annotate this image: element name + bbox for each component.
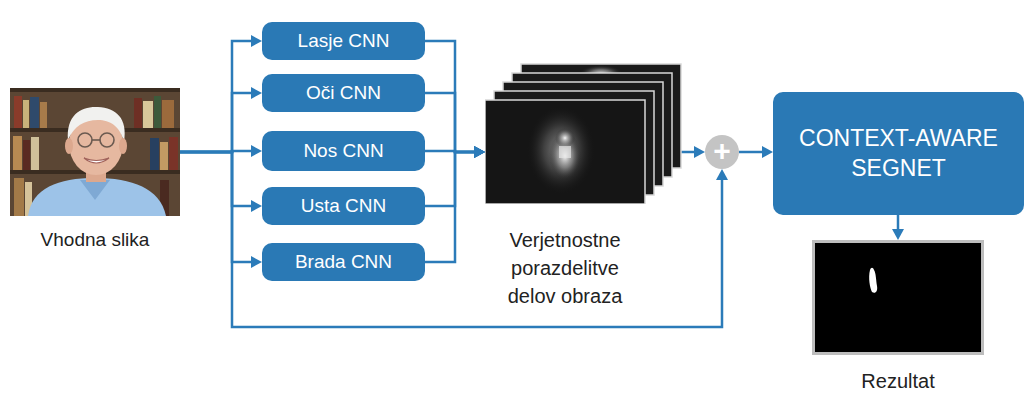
cnn-box: Lasje CNN bbox=[262, 22, 425, 60]
connector-line bbox=[739, 151, 762, 154]
connector-arrow bbox=[425, 93, 485, 158]
connector-line bbox=[425, 93, 474, 152]
connector-arrow bbox=[180, 87, 262, 152]
connector-line bbox=[425, 152, 474, 206]
arrowhead bbox=[251, 87, 262, 99]
node-label: Oči CNN bbox=[306, 82, 381, 105]
cnn-box: Brada CNN bbox=[262, 243, 425, 281]
connector-arrow bbox=[425, 146, 485, 262]
arrowhead bbox=[474, 146, 485, 158]
connector-arrow bbox=[180, 152, 262, 212]
caption: Verjetnostne porazdelitve delov obraza bbox=[485, 226, 645, 310]
connector-line bbox=[897, 215, 900, 229]
caption: Rezultat bbox=[812, 367, 984, 395]
connector-line bbox=[180, 41, 251, 152]
result-mask bbox=[812, 240, 984, 355]
arrowhead bbox=[251, 256, 262, 268]
arrowhead bbox=[694, 146, 705, 158]
connector-arrow bbox=[180, 35, 262, 152]
segnet-box: CONTEXT-AWARE SEGNET bbox=[773, 92, 1024, 215]
sum-node: + bbox=[705, 135, 739, 169]
result-image: Rezultat bbox=[812, 240, 984, 395]
connector-arrow bbox=[892, 215, 904, 240]
connector-line bbox=[425, 41, 474, 152]
arrowhead bbox=[716, 169, 728, 180]
connector-line bbox=[425, 152, 474, 262]
arrowhead bbox=[474, 146, 485, 158]
arrowhead bbox=[892, 229, 904, 240]
arrowhead bbox=[251, 35, 262, 47]
node-label: Usta CNN bbox=[301, 195, 387, 218]
caption: Vhodna slika bbox=[10, 226, 180, 254]
node-label: Nos CNN bbox=[303, 140, 383, 163]
connector-arrow bbox=[180, 152, 262, 268]
connector-line bbox=[180, 152, 251, 262]
node-label: Lasje CNN bbox=[298, 30, 390, 53]
arrowhead bbox=[474, 146, 485, 158]
cnn-box: Usta CNN bbox=[262, 187, 425, 225]
probability-maps: Verjetnostne porazdelitve delov obraza bbox=[485, 60, 685, 310]
arrowhead bbox=[474, 146, 485, 158]
node-label: Brada CNN bbox=[295, 251, 392, 274]
arrowhead bbox=[762, 146, 773, 158]
connector-arrow bbox=[739, 146, 773, 158]
node-label: CONTEXT-AWARE SEGNET bbox=[783, 124, 1014, 184]
arrowhead bbox=[251, 200, 262, 212]
cnn-box: Nos CNN bbox=[262, 131, 425, 171]
probability-maps bbox=[485, 60, 685, 204]
connector-arrow bbox=[425, 41, 485, 158]
connector-line bbox=[180, 152, 251, 206]
arrowhead bbox=[251, 145, 262, 157]
connector-line bbox=[180, 93, 251, 152]
input-image: Vhodna slika bbox=[10, 88, 180, 254]
cnn-box: Oči CNN bbox=[262, 74, 425, 112]
arrowhead bbox=[474, 146, 485, 158]
node-label: + bbox=[713, 136, 731, 166]
input-photo bbox=[10, 88, 180, 216]
